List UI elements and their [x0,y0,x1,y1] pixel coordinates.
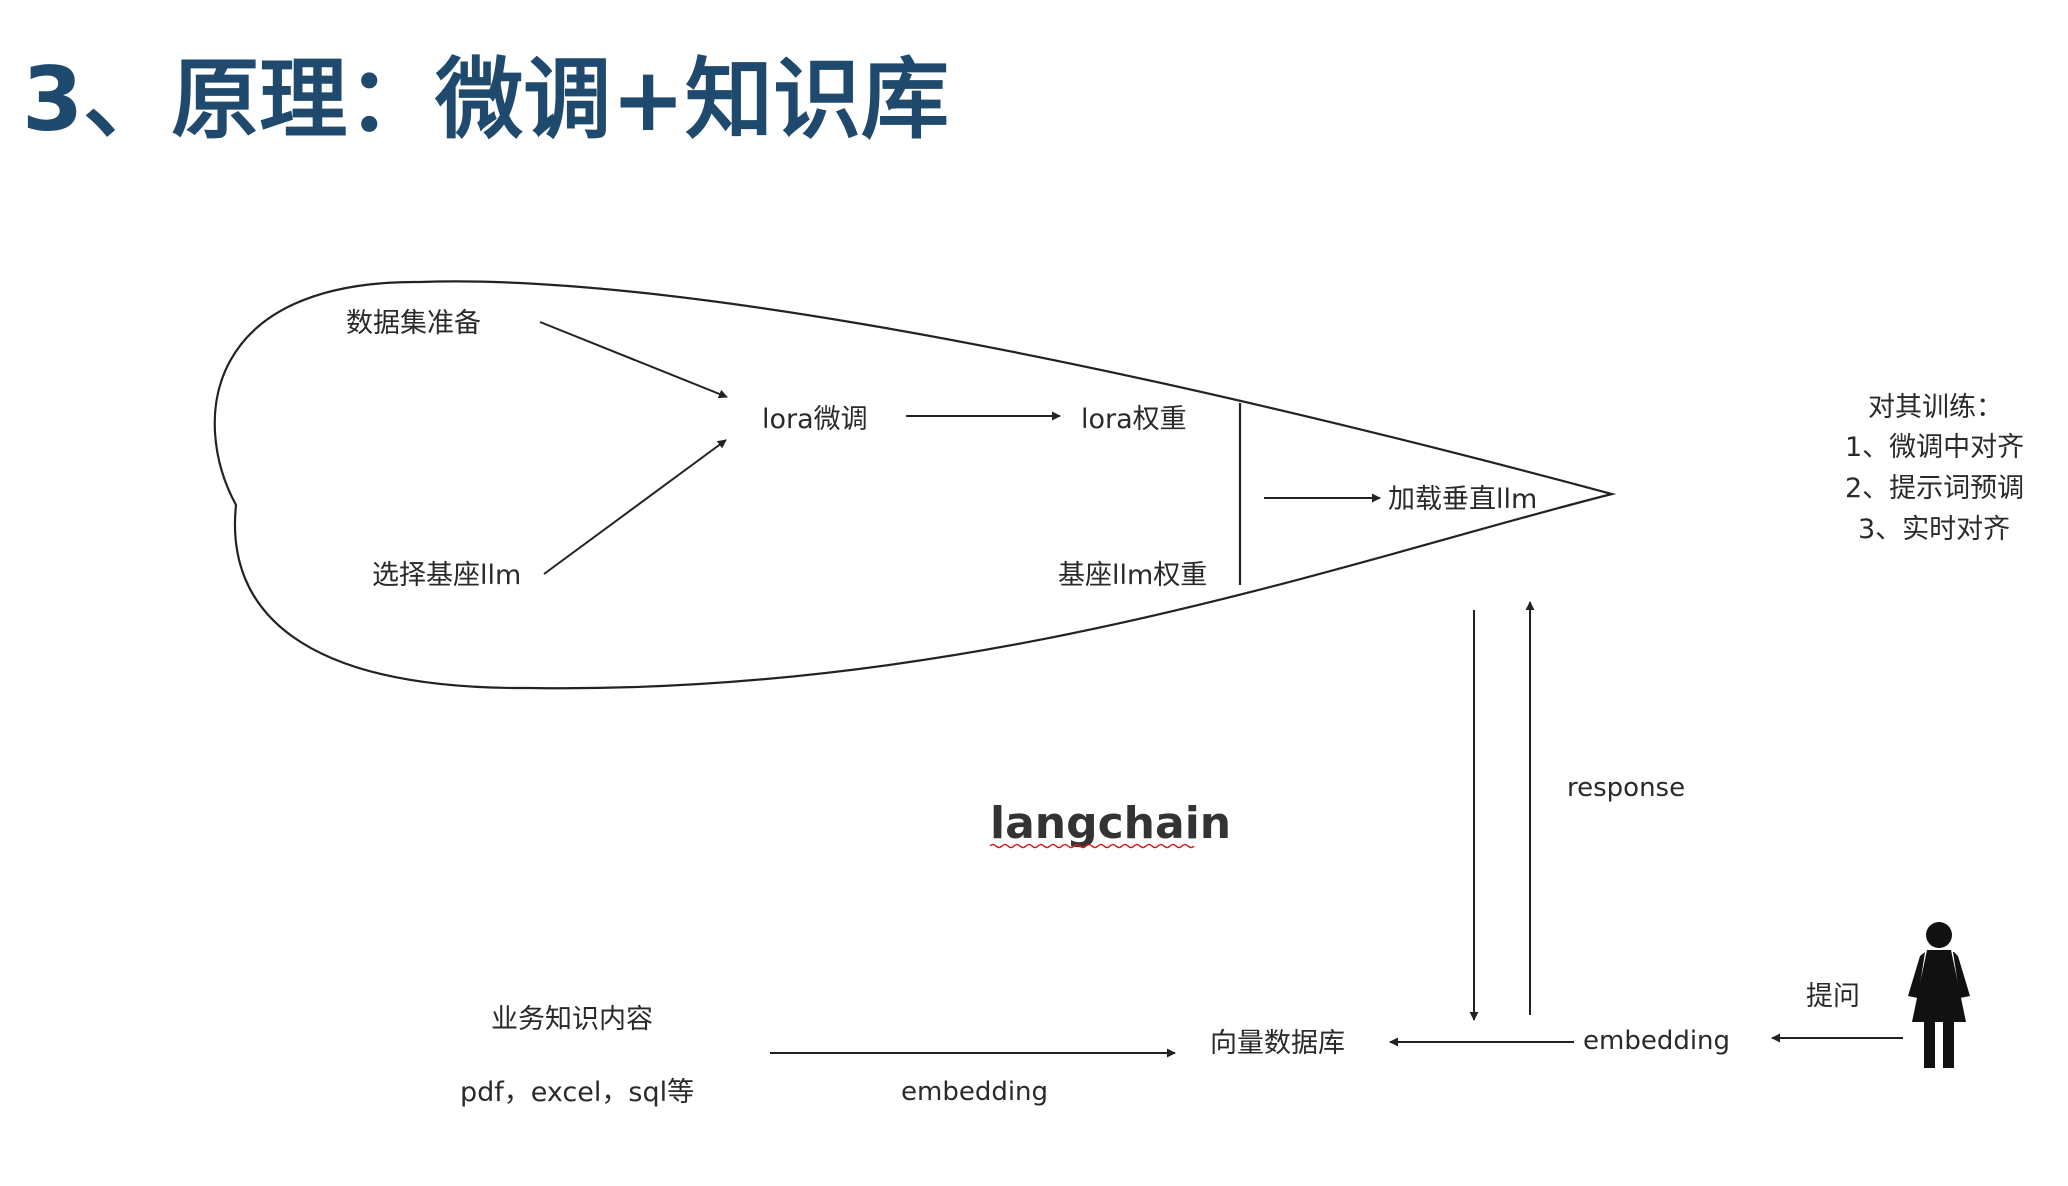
node-dataset-prep: 数据集准备 [346,308,481,339]
arrow-basellm-to-lora [543,439,727,575]
framework-label: langchain [990,798,1231,849]
node-file-types: pdf，excel，sql等 [460,1077,694,1108]
finetune-boundary [213,280,1617,690]
alignment-heading: 对其训练： [1868,392,2003,423]
spellcheck-underline [989,843,1195,849]
node-base-llm-weights: 基座llm权重 [1058,560,1207,591]
node-business-knowledge: 业务知识内容 [491,1004,653,1035]
node-lora-weights: lora权重 [1081,404,1187,435]
arrow-dataset-to-lora [539,321,728,399]
page-title: 3、原理：微调+知识库 [22,48,949,151]
node-vector-db: 向量数据库 [1210,1028,1345,1059]
node-lora-finetune: lora微调 [762,404,868,435]
edge-embedding-query-label: embedding [1583,1026,1730,1056]
edge-ask-label: 提问 [1806,981,1860,1012]
node-load-vertical-llm: 加载垂直llm [1388,484,1537,515]
edge-embedding-docs-label: embedding [901,1077,1048,1107]
node-select-base-llm: 选择基座llm [372,560,521,591]
alignment-item-3: 3、实时对齐 [1858,514,2010,545]
alignment-item-2: 2、提示词预调 [1845,473,2024,504]
edge-response-label: response [1567,773,1685,803]
person-icon [1908,922,1970,1068]
alignment-item-1: 1、微调中对齐 [1845,432,2024,463]
